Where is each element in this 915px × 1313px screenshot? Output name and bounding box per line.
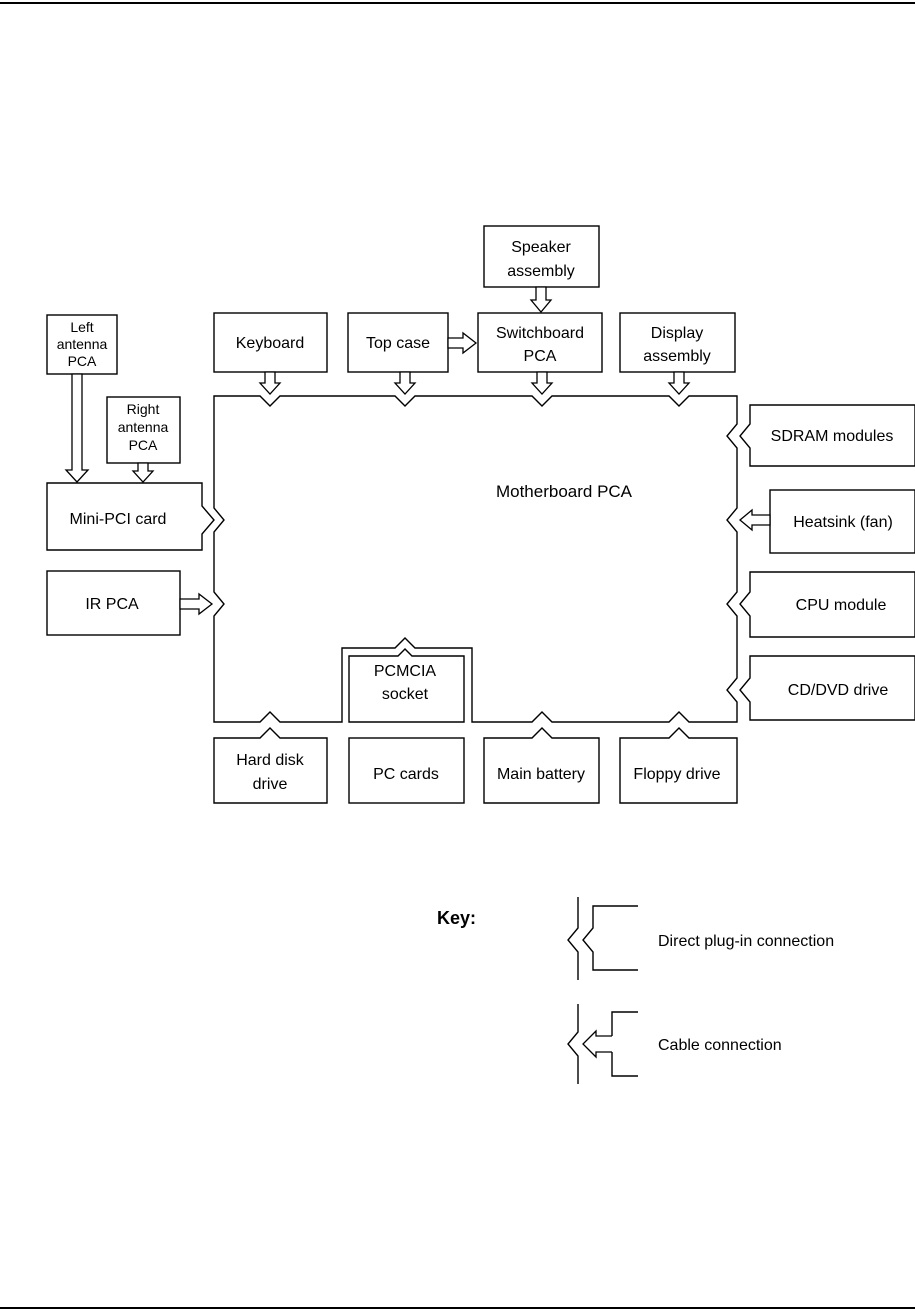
- top-case: Top case: [347, 312, 449, 373]
- svg-text:Display: Display: [651, 325, 703, 342]
- svg-text:PCA: PCA: [68, 353, 97, 369]
- svg-text:CPU module: CPU module: [796, 597, 887, 614]
- right-antenna-arrow: [131, 462, 155, 483]
- key-direct-label: Direct plug-in connection: [658, 933, 834, 950]
- svg-text:Floppy drive: Floppy drive: [633, 766, 720, 783]
- left-antenna-pca: Left antenna PCA: [46, 314, 118, 375]
- svg-text:IR PCA: IR PCA: [85, 596, 139, 613]
- sdram-modules: SDRAM modules: [739, 404, 915, 467]
- heatsink-fan: Heatsink (fan): [769, 489, 915, 554]
- top-case-arrow: [393, 371, 417, 395]
- cd-dvd-drive: CD/DVD drive: [739, 655, 915, 721]
- svg-text:PC cards: PC cards: [373, 766, 439, 783]
- svg-text:Keyboard: Keyboard: [236, 335, 305, 352]
- cpu-module: CPU module: [739, 571, 915, 638]
- top-case-to-switchboard-arrow: [447, 331, 478, 355]
- left-antenna-arrow: [64, 373, 90, 483]
- svg-text:CD/DVD drive: CD/DVD drive: [788, 682, 889, 699]
- ir-pca: IR PCA: [46, 570, 181, 636]
- hard-disk-drive: Hard disk drive: [213, 727, 328, 804]
- floppy-drive: Floppy drive: [619, 727, 738, 804]
- svg-text:Right: Right: [127, 401, 160, 417]
- svg-text:drive: drive: [253, 776, 288, 793]
- main-battery: Main battery: [483, 727, 600, 804]
- svg-text:PCMCIA: PCMCIA: [374, 663, 437, 680]
- svg-text:assembly: assembly: [643, 348, 711, 365]
- key-title: Key:: [437, 908, 476, 928]
- svg-text:Heatsink (fan): Heatsink (fan): [793, 514, 893, 531]
- mini-pci-card: Mini-PCI card: [46, 482, 215, 551]
- svg-text:Speaker: Speaker: [511, 239, 571, 256]
- speaker-arrow: [529, 286, 553, 314]
- ir-pca-arrow: [179, 592, 214, 616]
- svg-text:PCA: PCA: [524, 348, 557, 365]
- key-cable-label: Cable connection: [658, 1037, 782, 1054]
- right-antenna-pca: Right antenna PCA: [106, 396, 181, 464]
- keyboard-arrow: [258, 371, 282, 395]
- motherboard-outline: [213, 395, 738, 723]
- svg-text:Hard disk: Hard disk: [236, 752, 305, 769]
- key-cable-symbol: [567, 1004, 638, 1084]
- pc-cards: PC cards: [348, 737, 465, 804]
- pcmcia-socket: PCMCIA socket: [348, 648, 465, 723]
- keyboard: Keyboard: [213, 312, 328, 373]
- motherboard-label: Motherboard PCA: [496, 482, 633, 501]
- speaker-assembly: Speaker assembly: [483, 225, 600, 288]
- svg-text:Main battery: Main battery: [497, 766, 585, 783]
- svg-text:Switchboard: Switchboard: [496, 325, 584, 342]
- svg-text:antenna: antenna: [57, 336, 108, 352]
- key-direct-symbol: [567, 897, 638, 980]
- svg-text:assembly: assembly: [507, 263, 575, 280]
- heatsink-arrow: [738, 508, 771, 532]
- svg-text:Mini-PCI card: Mini-PCI card: [70, 511, 167, 528]
- switchboard-pca: Switchboard PCA: [477, 312, 603, 373]
- display-arrow: [667, 371, 691, 395]
- svg-text:Top case: Top case: [366, 335, 430, 352]
- svg-text:SDRAM modules: SDRAM modules: [771, 428, 894, 445]
- svg-text:PCA: PCA: [129, 437, 158, 453]
- display-assembly: Display assembly: [619, 312, 736, 373]
- switchboard-arrow: [530, 371, 554, 395]
- svg-text:socket: socket: [382, 686, 429, 703]
- svg-text:Left: Left: [70, 319, 93, 335]
- svg-text:antenna: antenna: [118, 419, 169, 435]
